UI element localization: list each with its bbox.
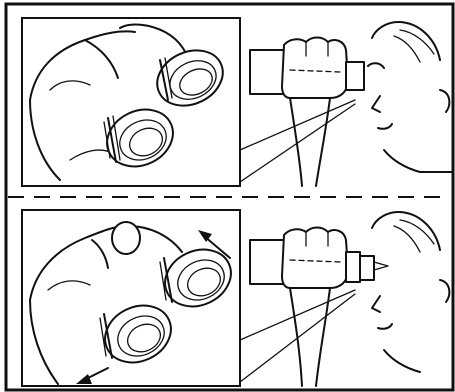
binocular-eyecup-diagram <box>0 0 455 392</box>
diagram <box>0 0 455 392</box>
